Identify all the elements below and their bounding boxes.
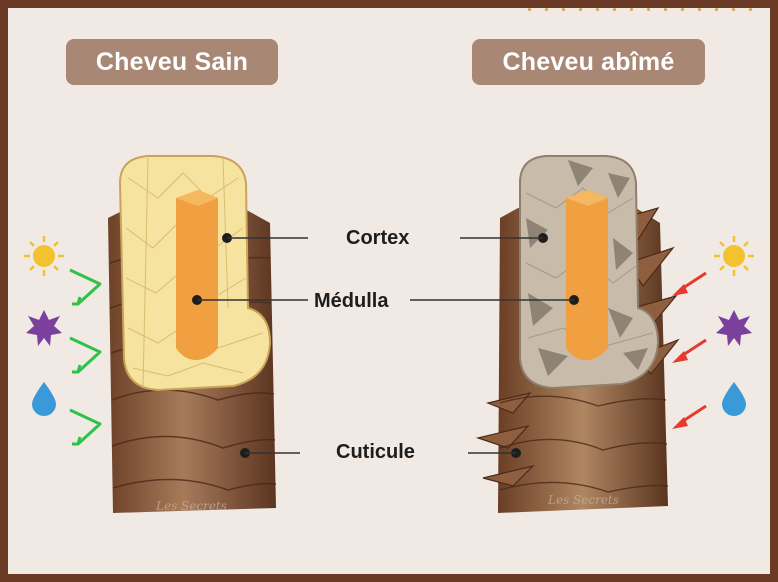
sun-icon <box>714 236 754 276</box>
bounce-arrows <box>70 270 100 444</box>
healthy-hair: Les Secrets <box>108 156 308 513</box>
hair-diagram-art: Les Secrets <box>8 8 770 574</box>
damaged-hair-title: Cheveu abîmé <box>472 39 705 85</box>
cuticle-label: Cuticule <box>336 441 415 464</box>
penetration-arrows <box>672 273 706 429</box>
medulla-label: Médulla <box>314 290 388 313</box>
cortex-label: Cortex <box>346 227 409 250</box>
svg-text:Les Secrets: Les Secrets <box>547 493 619 507</box>
healthy-hair-title: Cheveu Sain <box>66 39 278 85</box>
svg-text:Les Secrets: Les Secrets <box>155 499 227 513</box>
healthy-medulla <box>176 190 218 360</box>
sun-icon <box>24 236 64 276</box>
damaged-hair: Les Secrets <box>410 156 678 513</box>
water-drop-icon <box>32 382 56 416</box>
damaged-medulla <box>566 190 608 360</box>
star-burst-icon <box>26 310 62 346</box>
water-drop-icon <box>722 382 746 416</box>
diagram-frame: Les Secrets <box>8 8 770 574</box>
star-burst-icon <box>716 310 752 346</box>
